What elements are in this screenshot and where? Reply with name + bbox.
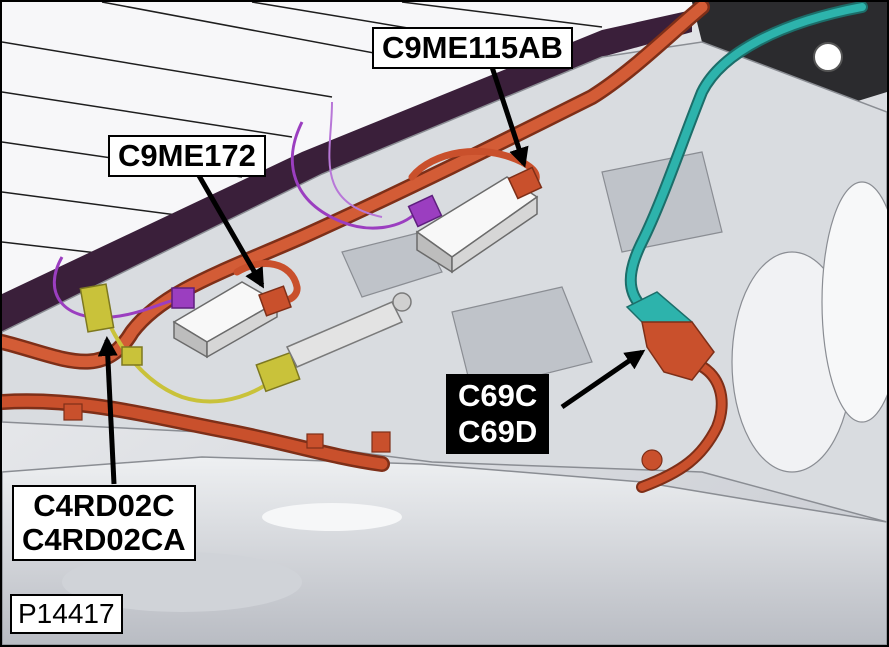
leader-c4rd02 (97, 336, 118, 485)
roof-liner-edge (2, 10, 692, 332)
purple-wire-upper (290, 121, 419, 230)
leader-c9me172 (195, 172, 265, 289)
module-c9me115ab-front (451, 195, 538, 274)
callout-c4rd02-line-1: C4RD02C (33, 488, 175, 523)
orange-branch-c9me172 (233, 260, 301, 304)
callout-c9me115ab-line-1: C9ME115AB (382, 30, 563, 65)
callout-c9me115ab: C9ME115AB (372, 27, 573, 69)
callout-c9me172-line-1: C9ME172 (118, 138, 256, 173)
connector-c4rd02c (79, 283, 115, 333)
connector-c9me115ab (507, 166, 543, 200)
connector-c9me172 (258, 285, 292, 317)
yellow-wire (95, 291, 284, 404)
callout-c69: C69C C69D (446, 374, 550, 454)
callout-c69-line-1: C69C (458, 378, 538, 413)
module-c9me172-front (206, 300, 278, 359)
callout-c4rd02: C4RD02C C4RD02CA (12, 485, 196, 561)
orange-harness-lower (2, 395, 388, 470)
callout-c9me172: C9ME172 (108, 135, 266, 177)
connector-c4rd02ca (255, 351, 301, 393)
bar-fastener (392, 292, 412, 312)
purple-connector-upper (407, 194, 443, 228)
leader-c69 (560, 349, 646, 410)
callout-c69-line-2: C69D (458, 414, 538, 449)
teal-harness (626, 3, 866, 311)
orange-branch-c69 (638, 358, 726, 491)
leader-c9me115ab (489, 66, 529, 168)
trim-highlight (262, 503, 402, 531)
yellow-clip (121, 346, 143, 366)
purple-wire-upper-2 (328, 101, 383, 218)
bracket-hole (813, 42, 843, 72)
connector-c69d (641, 321, 715, 381)
support-bar (285, 301, 404, 368)
purple-connector-left (171, 287, 195, 309)
panel-embossing (341, 151, 887, 473)
arrow-icon (97, 66, 646, 485)
harness-clips (63, 403, 663, 471)
upper-bracket (692, 2, 887, 112)
roof-glass (2, 2, 692, 302)
callout-c4rd02-line-2: C4RD02CA (22, 522, 186, 557)
figure-id-label: P14417 (10, 594, 123, 634)
